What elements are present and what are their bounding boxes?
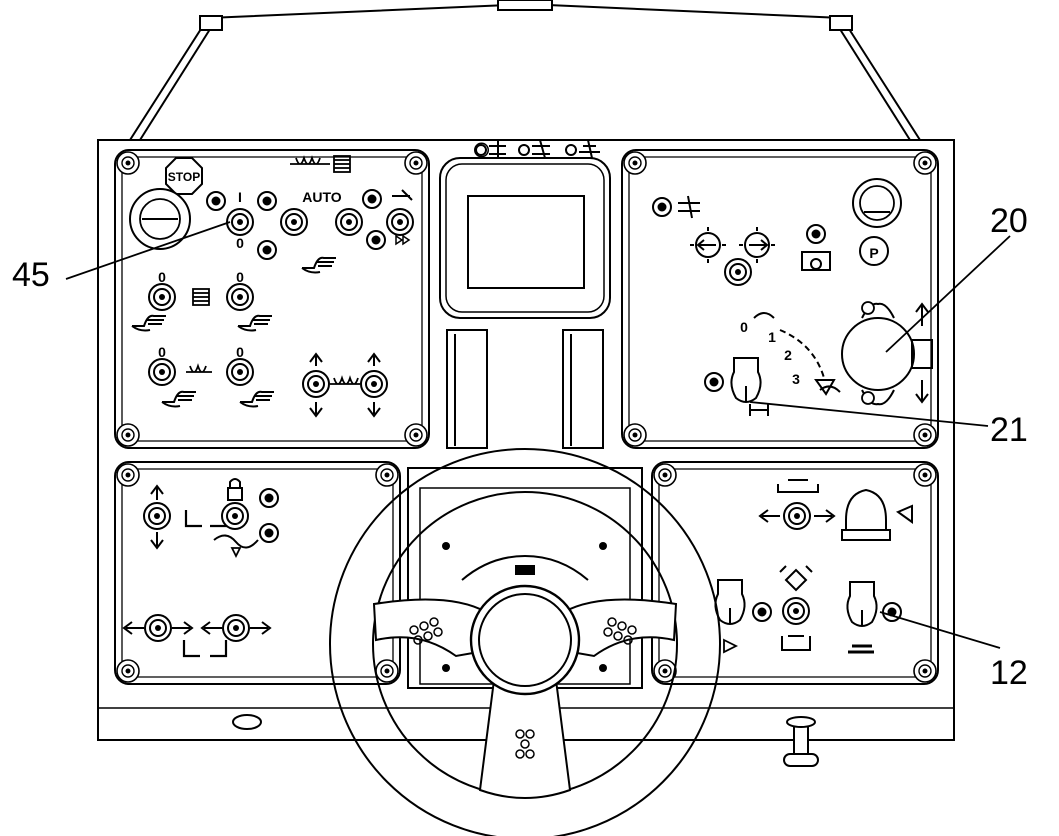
level-icon bbox=[723, 638, 739, 654]
toggle-switch[interactable] bbox=[143, 502, 171, 530]
parking-icon bbox=[859, 236, 889, 266]
speed-selector-knob[interactable] bbox=[730, 357, 762, 403]
panel-top-right: P 0 1 2 3 bbox=[621, 149, 939, 449]
toggle-switch[interactable] bbox=[221, 502, 249, 530]
screed-icon bbox=[848, 644, 874, 654]
adjustment-knob[interactable] bbox=[783, 716, 819, 767]
stop-label: STOP bbox=[168, 170, 200, 184]
parking-label: P bbox=[869, 245, 878, 261]
conveyor-icon bbox=[333, 155, 351, 173]
callout-45: 45 bbox=[12, 256, 50, 294]
auger-icon bbox=[186, 363, 212, 373]
up-down-arrows-icon bbox=[150, 484, 164, 550]
toggle-switch[interactable] bbox=[148, 358, 176, 386]
mounting-hole bbox=[232, 714, 262, 730]
panel-top-left: STOP AUTO I 0 0 0 0 0 bbox=[114, 149, 430, 449]
top-housing bbox=[128, 0, 922, 141]
toggle-switch[interactable] bbox=[302, 370, 330, 398]
callout-21: 21 bbox=[990, 411, 1028, 449]
toggle-switch[interactable] bbox=[226, 358, 254, 386]
selector-knob[interactable] bbox=[846, 581, 878, 627]
speed-label-2: 2 bbox=[784, 347, 792, 363]
seat-icon bbox=[801, 251, 831, 271]
speed-label-3: 3 bbox=[792, 371, 800, 387]
tamper-icon bbox=[781, 635, 811, 651]
steer-right-icon bbox=[739, 227, 775, 263]
zero-label: 0 bbox=[236, 235, 244, 251]
wheel-button-cluster bbox=[409, 617, 637, 759]
zero-label: 0 bbox=[236, 344, 244, 360]
turtle-icon bbox=[753, 312, 775, 319]
spray-icon bbox=[392, 189, 413, 201]
roman-one-label: I bbox=[238, 189, 242, 205]
panel-bottom-right bbox=[651, 461, 939, 685]
indicator-lamp bbox=[366, 230, 386, 250]
indicator-lamp bbox=[362, 189, 382, 209]
rotate-icon bbox=[779, 565, 813, 592]
selector-knob[interactable] bbox=[714, 579, 746, 625]
callout-leaders bbox=[65, 221, 1011, 649]
rabbit-icon bbox=[819, 385, 841, 393]
indicator-lamp bbox=[652, 197, 672, 217]
toggle-switch[interactable] bbox=[280, 208, 308, 236]
left-right-arrows-icon bbox=[758, 509, 836, 523]
steering-wheel[interactable] bbox=[329, 448, 721, 836]
callout-20: 20 bbox=[990, 202, 1028, 240]
auger-icon bbox=[290, 155, 330, 165]
conveyor-icon bbox=[192, 288, 210, 306]
screed-width-icon bbox=[182, 640, 228, 658]
toggle-switch[interactable] bbox=[335, 208, 363, 236]
indicator-lamp bbox=[704, 372, 724, 392]
steer-left-icon bbox=[690, 227, 726, 263]
toggle-switch[interactable] bbox=[144, 614, 172, 642]
forward-reverse-icon bbox=[911, 302, 933, 404]
stop-icon bbox=[165, 157, 203, 195]
toggle-switch[interactable] bbox=[360, 370, 388, 398]
toggle-switch[interactable] bbox=[782, 597, 810, 625]
indicator-lamp bbox=[259, 488, 279, 508]
toggle-switch[interactable] bbox=[783, 502, 811, 530]
indicator-lamp bbox=[806, 224, 826, 244]
fast-forward-icon bbox=[395, 234, 411, 246]
indicator-lamp bbox=[257, 240, 277, 260]
throttle-control[interactable] bbox=[841, 317, 915, 391]
indicator-lamp bbox=[206, 191, 226, 211]
display-unit bbox=[439, 157, 611, 319]
toggle-switch[interactable] bbox=[222, 614, 250, 642]
center-slots bbox=[446, 329, 604, 449]
toggle-switch[interactable] bbox=[226, 283, 254, 311]
indicator-lamp bbox=[259, 523, 279, 543]
indicator-lamp bbox=[257, 191, 277, 211]
up-down-arrows-icon bbox=[309, 352, 381, 418]
toggle-switch[interactable] bbox=[148, 283, 176, 311]
speed-label-0: 0 bbox=[740, 319, 748, 335]
vibration-icon bbox=[213, 534, 259, 549]
hydraulic-icon bbox=[678, 195, 700, 219]
horn-button[interactable] bbox=[841, 488, 891, 541]
horn-icon bbox=[895, 504, 913, 524]
panel-bottom-left bbox=[114, 461, 401, 685]
left-right-arrows-icon bbox=[122, 621, 272, 635]
travel-mode-icon bbox=[749, 404, 769, 416]
zero-label: 0 bbox=[236, 269, 244, 285]
indicator-lamp bbox=[752, 602, 772, 622]
callout-12: 12 bbox=[990, 654, 1028, 692]
toggle-switch[interactable] bbox=[724, 258, 752, 286]
auger-icon bbox=[330, 375, 360, 385]
auto-label: AUTO bbox=[302, 189, 342, 205]
lock-icon bbox=[227, 478, 243, 501]
toggle-switch[interactable] bbox=[226, 208, 254, 236]
hopper-icon bbox=[777, 479, 819, 493]
speed-label-1: 1 bbox=[768, 329, 776, 345]
toggle-switch[interactable] bbox=[386, 208, 414, 236]
zero-label: 0 bbox=[158, 269, 166, 285]
indicator-icons-top bbox=[474, 139, 600, 159]
zero-label: 0 bbox=[158, 344, 166, 360]
